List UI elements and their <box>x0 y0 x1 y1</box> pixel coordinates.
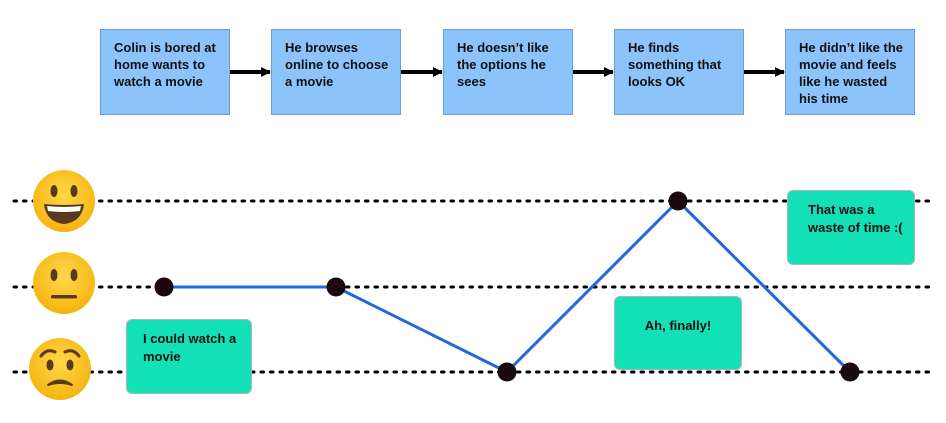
journey-point-5 <box>840 362 860 382</box>
journey-point-3 <box>497 362 517 382</box>
neutral-face-icon <box>33 252 95 314</box>
step-box-2: He browses online to choose a movie <box>271 29 401 115</box>
journey-point-4 <box>668 191 688 211</box>
journey-point-1 <box>154 277 174 297</box>
grinning-face-icon <box>33 170 95 232</box>
step-box-4: He finds something that looks OK <box>614 29 744 115</box>
note-i-could-watch: I could watch a movie <box>126 319 252 394</box>
note-ah-finally: Ah, finally! <box>614 296 742 370</box>
note-waste-of-time: That was a waste of time :( <box>787 190 915 265</box>
worried-face-icon <box>29 338 91 400</box>
step-box-1: Colin is bored at home wants to watch a … <box>100 29 230 115</box>
step-box-3: He doesn’t like the options he sees <box>443 29 573 115</box>
mood-journey <box>154 191 860 382</box>
journey-point-2 <box>326 277 346 297</box>
step-box-5: He didn’t like the movie and feels like … <box>785 29 915 115</box>
